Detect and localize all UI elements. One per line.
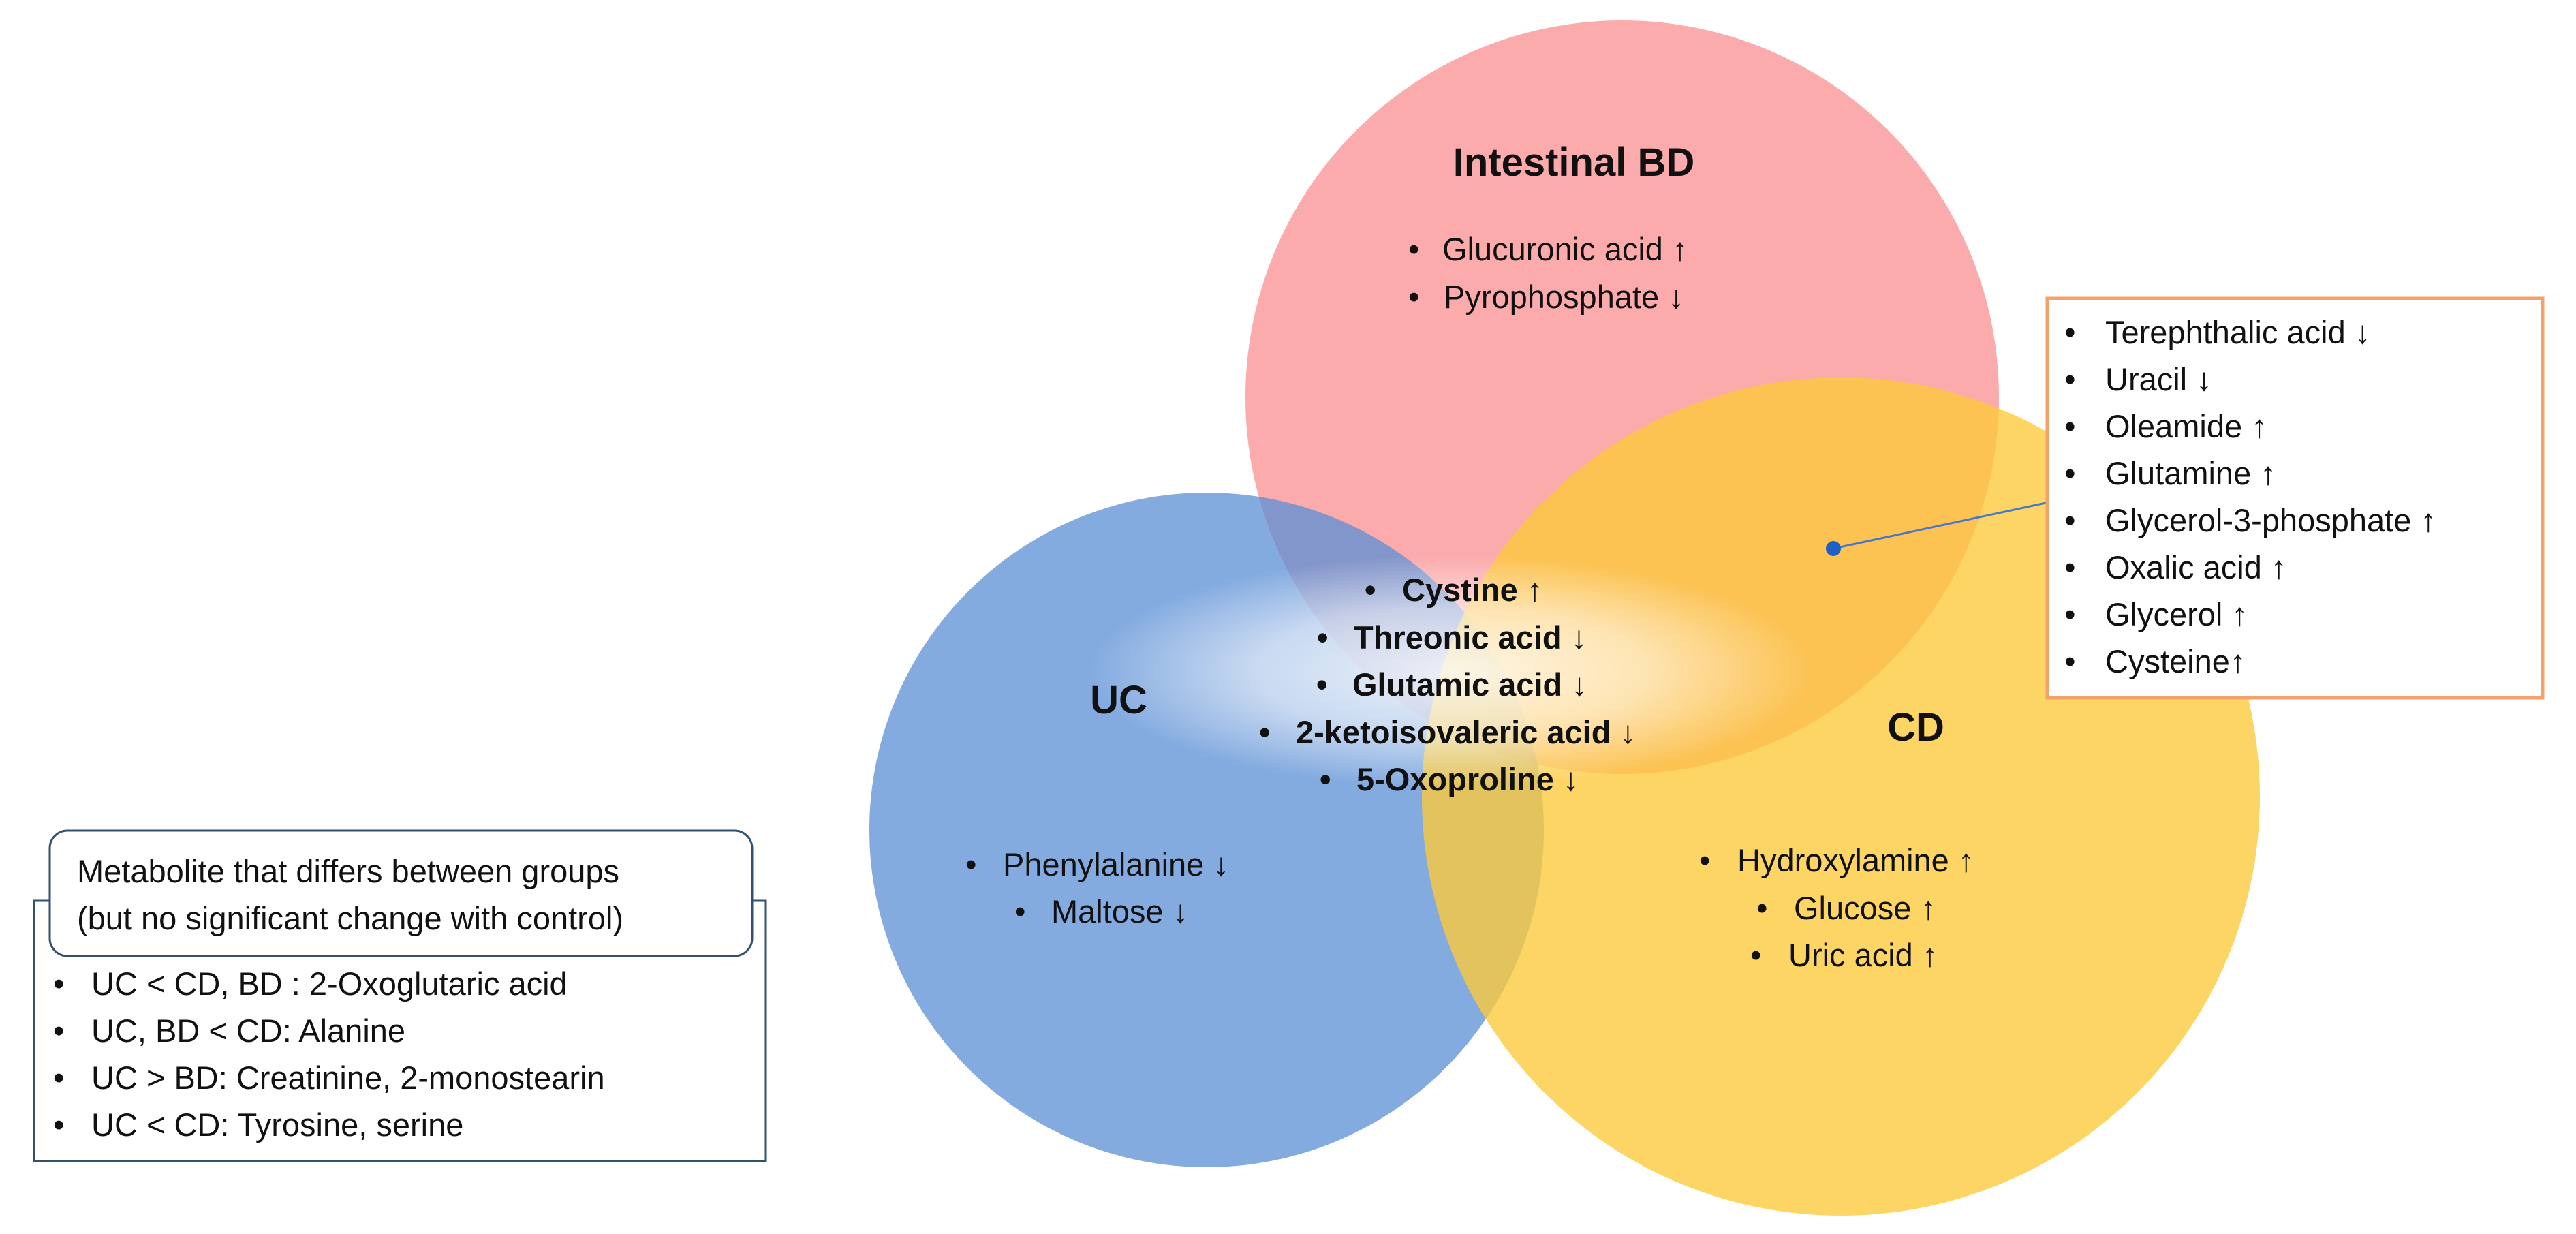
uc-only-list: • Phenylalanine ↓ • Maltose ↓	[965, 846, 1229, 929]
center-item-bullet: •	[1317, 619, 1328, 655]
callout-item-bullet: •	[2064, 455, 2075, 491]
cd-item-bullet: •	[1756, 890, 1767, 926]
callout-item-bullet: •	[2064, 502, 2075, 538]
callout-marker	[1826, 541, 1841, 556]
callout-item-bullet: •	[2064, 361, 2075, 397]
bd-item: Glucuronic acid ↑	[1442, 231, 1688, 267]
group-diff-bullet: •	[53, 1060, 64, 1096]
callout-item: Glutamine ↑	[2105, 455, 2276, 491]
center-item-bullet: •	[1259, 714, 1270, 750]
center-item: 2-ketoisovaleric acid ↓	[1296, 714, 1636, 750]
callout-item-bullet: •	[2064, 408, 2075, 444]
label-uc: UC	[1090, 678, 1147, 722]
uc-item: Phenylalanine ↓	[1003, 846, 1229, 882]
group-diff-bullet: •	[53, 1107, 64, 1143]
bd-only-list: • Glucuronic acid ↑ • Pyrophosphate ↓	[1408, 231, 1688, 315]
group-diff-item: UC, BD < CD: Alanine	[91, 1013, 405, 1049]
cd-item-bullet: •	[1699, 842, 1710, 878]
group-differences-subtitle: (but no significant change with control)	[77, 900, 623, 936]
group-diff-item: UC < CD: Tyrosine, serine	[91, 1107, 463, 1143]
group-differences-box: Metabolite that differs between groups (…	[33, 829, 767, 1162]
bd-item-bullet: •	[1408, 231, 1419, 267]
group-differences-header	[48, 829, 754, 957]
bd-item-bullet: •	[1408, 279, 1419, 315]
cd-item: Hydroxylamine ↑	[1737, 842, 1974, 878]
group-differences-title: Metabolite that differs between groups	[77, 853, 619, 889]
group-diff-item: UC > BD: Creatinine, 2-monostearin	[91, 1060, 605, 1096]
center-item-bullet: •	[1316, 666, 1327, 703]
cd-item-bullet: •	[1750, 937, 1761, 973]
bd-item: Pyrophosphate ↓	[1444, 279, 1684, 315]
cd-item: Uric acid ↑	[1788, 937, 1938, 973]
callout-box	[2045, 296, 2545, 700]
callout-item: Terephthalic acid ↓	[2105, 314, 2370, 350]
uc-item-bullet: •	[965, 846, 976, 882]
callout-item-bullet: •	[2064, 314, 2075, 350]
center-item-bullet: •	[1320, 761, 1331, 797]
uc-item: Maltose ↓	[1051, 893, 1188, 929]
callout-item-bullet: •	[2064, 549, 2075, 585]
callout-item: Glycerol-3-phosphate ↑	[2105, 502, 2436, 538]
center-item-bullet: •	[1365, 572, 1376, 608]
label-cd: CD	[1887, 705, 1944, 750]
cd-only-list: • Hydroxylamine ↑ • Glucose ↑ • Uric aci…	[1699, 842, 1974, 973]
center-item: Cystine ↑	[1402, 572, 1542, 608]
group-diff-bullet: •	[53, 1013, 64, 1049]
center-glow	[1090, 555, 1812, 787]
callout-item: Uracil ↓	[2105, 361, 2212, 397]
callout-item: Glycerol ↑	[2105, 596, 2248, 632]
group-diff-item: UC < CD, BD : 2-Oxoglutaric acid	[91, 966, 568, 1002]
label-intestinal-bd: Intestinal BD	[1453, 140, 1695, 185]
callout-item-bullet: •	[2064, 643, 2075, 679]
group-diff-bullet: •	[53, 966, 64, 1002]
callout-item: Oleamide ↑	[2105, 408, 2267, 444]
center-list: • Cystine ↑ • Threonic acid ↓ • Glutamic…	[1259, 572, 1636, 797]
center-item: 5-Oxoproline ↓	[1356, 761, 1579, 797]
center-item: Threonic acid ↓	[1354, 619, 1587, 655]
callout-item-bullet: •	[2064, 596, 2075, 632]
callout-item: Cysteine↑	[2105, 643, 2246, 679]
callout-connector	[1833, 502, 2047, 550]
cd-item: Glucose ↑	[1794, 890, 1936, 926]
bd-cd-callout: • Terephthalic acid ↓ • Uracil ↓ • Oleam…	[1826, 296, 2545, 700]
center-item: Glutamic acid ↓	[1352, 666, 1587, 703]
callout-item: Oxalic acid ↑	[2105, 549, 2286, 585]
uc-item-bullet: •	[1014, 893, 1025, 929]
